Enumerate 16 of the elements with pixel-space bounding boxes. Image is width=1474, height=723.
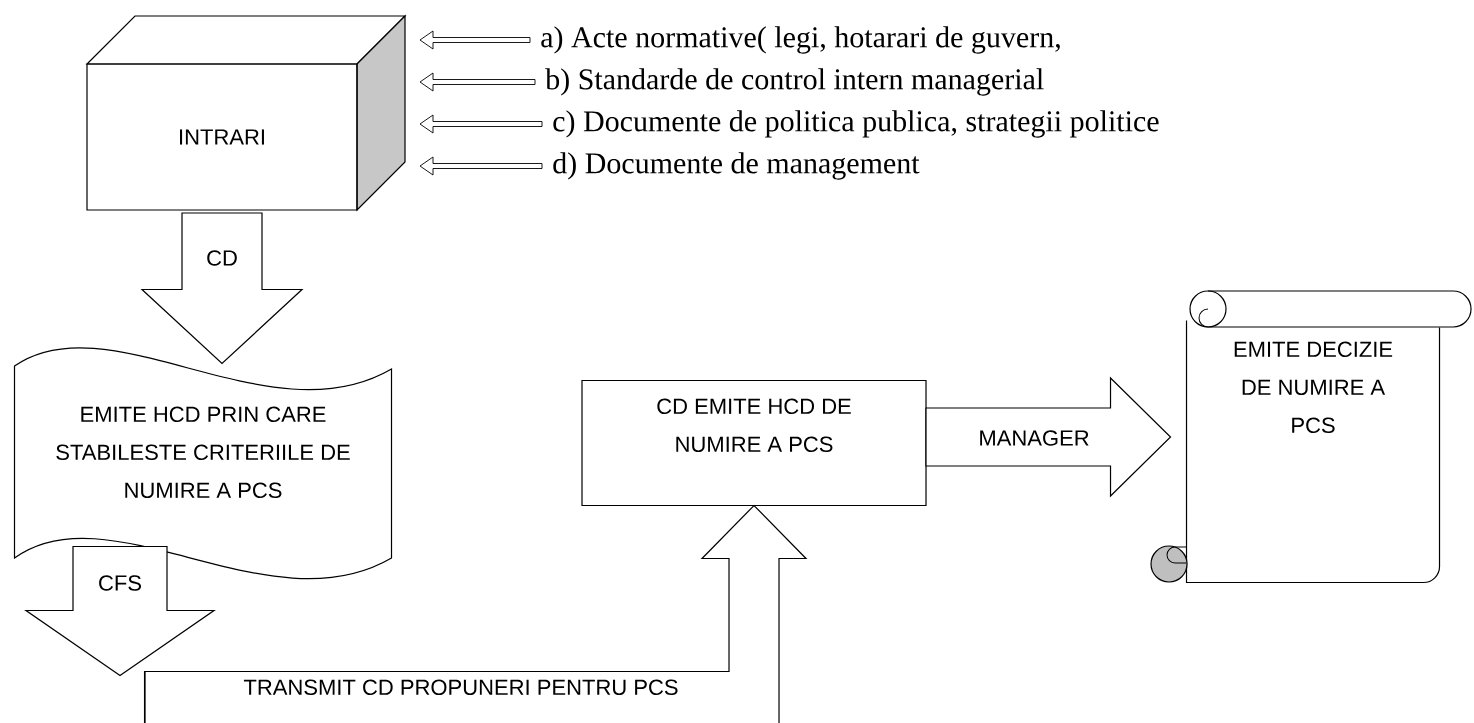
block-arrow [140,212,304,365]
double-arrow [419,114,543,134]
input-text: c) Documente de politica publica, strategii politice [553,110,1159,138]
process-box: CD EMITE HCD DE NUMIRE A PCS [581,379,927,507]
input-text: d) Documente de management [553,152,920,180]
bent-block-arrow [144,504,808,723]
node-label: TRANSMIT CD PROPUNERI PENTRU PCS [243,679,678,696]
input-text: b) Standarde de control intern managerial [545,68,1044,96]
double-arrow [419,30,531,50]
double-arrow [419,72,536,92]
block-arrow [925,376,1172,498]
input-text: a) Acte normative( legi, hotarari de guvern, [541,26,1060,54]
block-arrow [24,545,216,677]
edge-label: CD [207,250,237,266]
edge-label: MANAGER [980,430,1089,446]
double-arrow [419,156,543,176]
